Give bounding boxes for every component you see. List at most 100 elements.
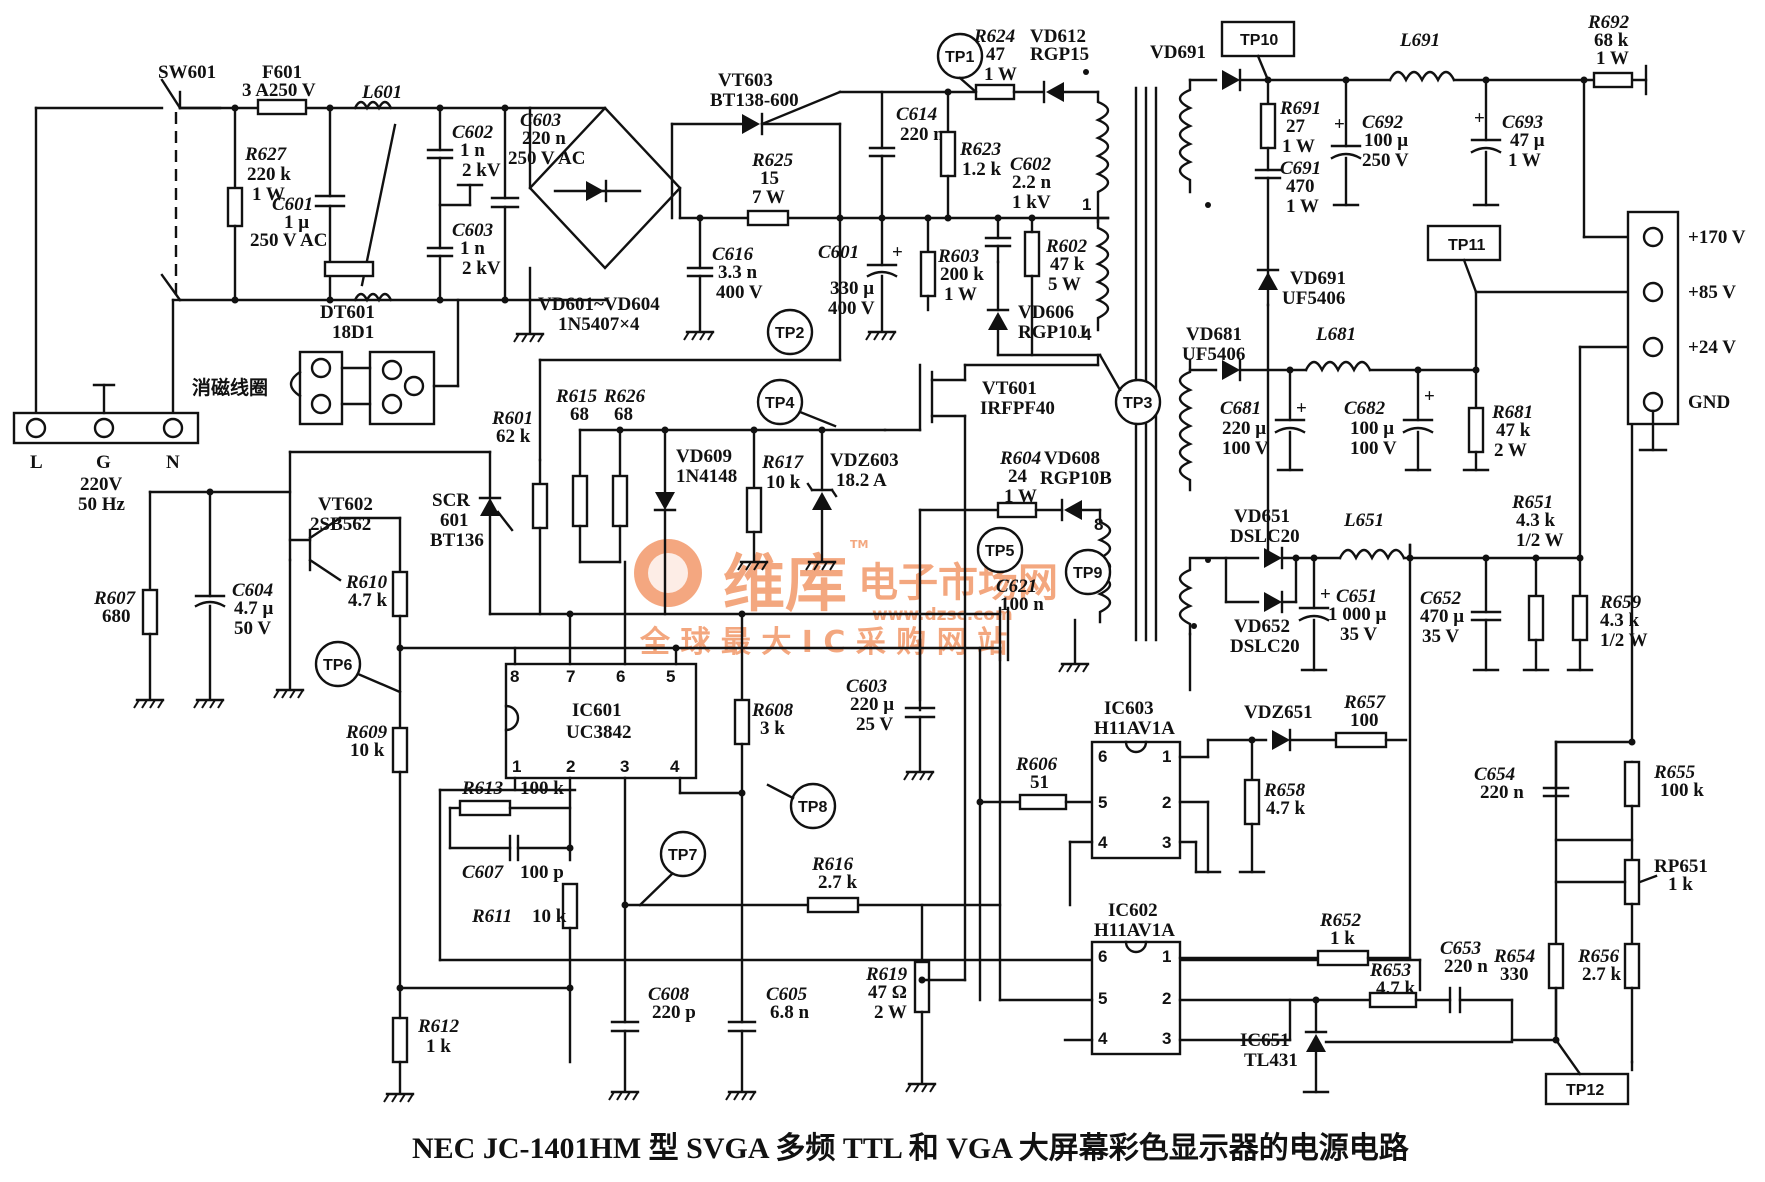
vt601-part: IRFPF40 [980, 398, 1055, 419]
r692-v2: 1 W [1596, 48, 1629, 69]
watermark-slogan: 全 球 最 大 I C 采 购 网 站 [639, 625, 1007, 660]
tp8: TP8 [798, 799, 827, 816]
r611-ref: R611 [471, 906, 512, 927]
c691-v1: 470 [1286, 176, 1315, 197]
mains-voltage: 220V [80, 474, 123, 495]
svg-text:+: + [1424, 386, 1435, 407]
vd681-ref: VD681 [1186, 324, 1242, 345]
vd608-part: RGP10B [1040, 468, 1112, 489]
r625-ref: R625 [751, 150, 794, 171]
r651-ref: R651 [1511, 492, 1553, 513]
vd691b-part: UF5406 [1282, 288, 1345, 309]
mains-input: L G N 220V 50 Hz SW601 [12, 62, 222, 515]
tp3: TP3 [1123, 395, 1152, 412]
ic602-pin-1: 1 [1162, 947, 1171, 966]
c602b-ref: C602 [1010, 154, 1052, 175]
c616-ref: C616 [712, 244, 754, 265]
c654-ref: C654 [1474, 764, 1515, 785]
scr601-part: BT136 [430, 530, 484, 551]
c608-ref: C608 [648, 984, 690, 1005]
r625-v1: 15 [760, 168, 779, 189]
c601a-v1: 1 μ [284, 212, 309, 233]
c603a-v2: 2 kV [462, 258, 501, 279]
xfmr-pin-8: 8 [1094, 515, 1103, 534]
r612-v: 1 k [426, 1036, 451, 1057]
c601b-ref: C601 [818, 242, 859, 263]
ic601-block: R615 68 R626 68 VD609 1N4148 R617 10 k V… [398, 386, 1002, 1102]
tp4: TP4 [765, 395, 794, 412]
tp2: TP2 [775, 325, 804, 342]
r691-v1: 27 [1286, 116, 1306, 137]
ic601-pin-8: 8 [510, 667, 519, 686]
c601a-ref: C601 [272, 194, 313, 215]
watermark: 维库 电子市场网 www.dzsc.com TM 全 球 最 大 I C 采 购… [634, 538, 1058, 660]
primary-hv: VT603 BT138-600 R625 15 7 W C616 3.3 n 4… [538, 26, 1158, 642]
c691-ref: C691 [1280, 158, 1321, 179]
vt603-ref: VT603 [718, 70, 773, 91]
r626-ref: R626 [603, 386, 646, 407]
r617-ref: R617 [761, 452, 805, 473]
vd606-ref: VD606 [1018, 302, 1074, 323]
ic603-pin-1: 1 [1162, 747, 1171, 766]
c601b-v2: 400 V [828, 298, 875, 319]
c602a-ref: C602 [452, 122, 494, 143]
ic602-body [1090, 940, 1182, 1056]
c691-v2: 1 W [1286, 196, 1319, 217]
c653-v: 220 n [1444, 956, 1488, 977]
r626-v: 68 [614, 404, 633, 425]
secondary-section: VD691 R691 27 1 W C691 470 1 W VD691 UF5… [1150, 12, 1708, 1076]
f601-fuse [256, 98, 308, 116]
c621-ref: C621 [996, 576, 1037, 597]
r659-v1: 4.3 k [1600, 610, 1640, 631]
c692-v1: 100 μ [1364, 130, 1408, 151]
r619-v1: 47 Ω [868, 982, 907, 1003]
ic601-pin-4: 4 [670, 757, 680, 776]
c681-v2: 100 V [1222, 438, 1269, 459]
ic601-part: UC3842 [566, 722, 631, 743]
r681-ref: R681 [1491, 402, 1533, 423]
ic603-pin-6: 6 [1098, 747, 1107, 766]
bridge-rectifier: VD601~VD604 1N5407×4 [512, 106, 682, 344]
r659-v2: 1/2 W [1600, 630, 1648, 651]
r651-v2: 1/2 W [1516, 530, 1564, 551]
r625-v2: 7 W [752, 187, 785, 208]
c651-ref: C651 [1336, 586, 1377, 607]
c603c-ref: C603 [846, 676, 887, 697]
tp7: TP7 [668, 847, 697, 864]
vd681-part: UF5406 [1182, 344, 1245, 365]
r623-v: 1.2 k [962, 159, 1002, 180]
r681-v2: 2 W [1494, 440, 1527, 461]
ic603-pin-4: 4 [1098, 833, 1108, 852]
ic601-pin-6: 6 [616, 667, 625, 686]
c602a-v1: 1 n [460, 140, 485, 161]
r619-v2: 2 W [874, 1002, 907, 1023]
watermark-brand: 维库 [723, 547, 847, 620]
r692-ref: R692 [1587, 12, 1630, 33]
r656-v: 2.7 k [1582, 964, 1622, 985]
vd612-part: RGP15 [1030, 44, 1089, 65]
tp10: TP10 [1240, 32, 1278, 49]
vdz603-v: 18.2 A [836, 470, 887, 491]
c621-v: 100 n [1000, 594, 1044, 615]
ic602-ref: IC602 [1108, 900, 1158, 921]
r655-ref: R655 [1653, 762, 1696, 783]
output-85v: +85 V [1688, 282, 1736, 303]
terminal-n: N [166, 452, 180, 473]
r603-v2: 1 W [944, 284, 977, 305]
r616-ref: R616 [811, 854, 854, 875]
c614-ref: C614 [896, 104, 937, 125]
ic601-pin-3: 3 [620, 757, 629, 776]
output-gnd: GND [1688, 392, 1730, 413]
vd609-part: 1N4148 [676, 466, 737, 487]
c603a-v1: 1 n [460, 238, 485, 259]
feedback-section: R606 51 6 5 4 1 2 3 IC603 H11AV1A VDZ651… [976, 543, 1514, 1094]
r658-v: 4.7 k [1266, 798, 1306, 819]
r615-ref: R615 [555, 386, 598, 407]
c603b-v1: 220 n [522, 128, 566, 149]
r604-v1: 24 [1008, 466, 1028, 487]
terminal-g: G [96, 452, 111, 473]
bridge-ref: VD601~VD604 [538, 294, 660, 315]
c608-v: 220 p [652, 1002, 696, 1023]
r652-v: 1 k [1330, 928, 1355, 949]
r657-v: 100 [1350, 710, 1379, 731]
